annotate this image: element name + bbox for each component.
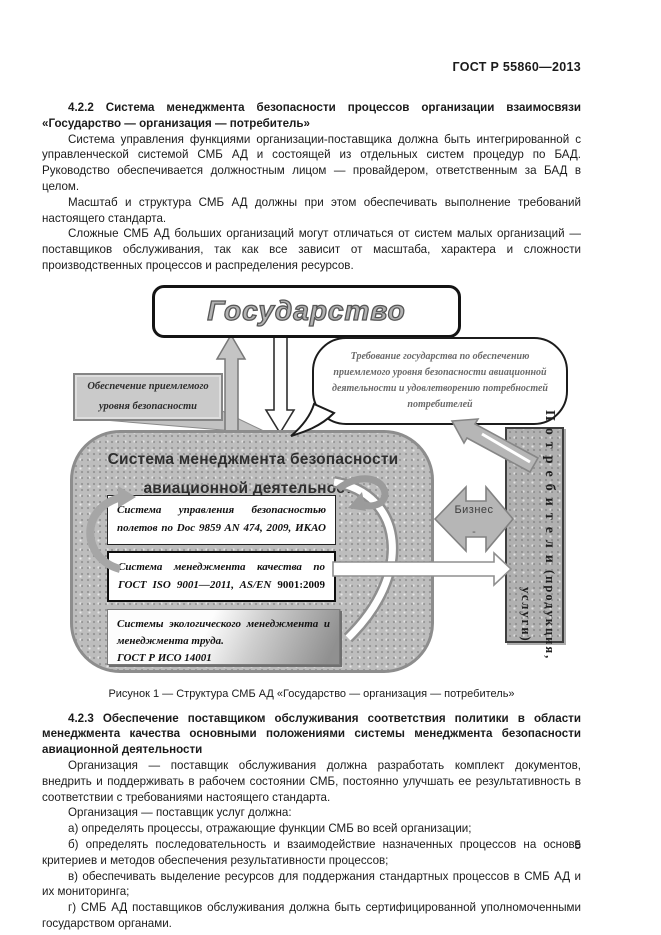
eco-line1: Системы экологического менеджмента и bbox=[117, 617, 330, 630]
flight-safety-line2: полетов по Doc 9859 AN 474, 2009, ИКАО bbox=[117, 521, 326, 534]
flight-safety-line1: Система управления безопасностью bbox=[117, 503, 326, 516]
section-4-2-3-heading: 4.2.3 Обеспечение поставщиком обслуживан… bbox=[42, 711, 581, 757]
down-arrow bbox=[264, 333, 296, 435]
quality-management-system-box: Система менеджмента качества по ГОСТ ISO… bbox=[107, 550, 336, 602]
consumers-sublabel: (продукция, услуги) bbox=[519, 569, 557, 660]
eco-management-system-box: Системы экологического менеджмента и мен… bbox=[107, 608, 340, 665]
quality-line1: Система менеджмента качества по bbox=[118, 560, 325, 573]
safety-level-text: Обеспечение приемлемого уровня безопасно… bbox=[87, 380, 209, 412]
paragraph-4-2-2-3: Сложные СМБ АД больших организаций могут… bbox=[42, 227, 581, 272]
state-box: Государство bbox=[152, 284, 461, 338]
paragraph-4-2-3-2: Организация — поставщик услуг должна: bbox=[68, 806, 292, 820]
list-item-v: в) обеспечивать выделение ресурсов для п… bbox=[42, 869, 581, 899]
flight-safety-system-box: Система управления безопасностью полетов… bbox=[107, 494, 336, 545]
list-item-a: а) определять процессы, отражающие функц… bbox=[68, 822, 472, 836]
state-label: Государство bbox=[207, 295, 406, 327]
list-item-b: б) определять последовательность и взаим… bbox=[42, 837, 581, 867]
figure-1-diagram: Государство Требование государства по об… bbox=[42, 282, 581, 678]
consumers-label: Потребители bbox=[542, 409, 557, 570]
paragraph-4-2-2-2: Масштаб и структура СМБ АД должны при эт… bbox=[42, 195, 581, 225]
list-item-g: г) СМБ АД поставщиков обслуживания должн… bbox=[42, 901, 581, 930]
figure-1-caption: Рисунок 1 — Структура СМБ АД «Государств… bbox=[108, 687, 515, 700]
business-dash: - bbox=[472, 525, 476, 538]
page-number: 5 bbox=[574, 838, 581, 852]
quality-line2-standard: ГОСТ ISO 9001—2011, AS/EN bbox=[118, 578, 272, 591]
quality-line2: ГОСТ ISO 9001—2011, AS/EN 9001:2009 bbox=[118, 576, 325, 594]
quality-line2-aeronorm: 9001:2009 bbox=[277, 578, 326, 591]
document-number-header: ГОСТ Р 55860—2013 bbox=[452, 60, 581, 74]
section-4-2-2-heading: 4.2.2 Система менеджмента безопасности п… bbox=[42, 101, 581, 130]
content-column: ГОСТ Р 55860—2013 4.2.2 Система менеджме… bbox=[42, 60, 581, 932]
smb-ad-title-line1: Система менеджмента безопасности bbox=[107, 450, 399, 468]
paragraph-4-2-2-1: Система управления функциями организации… bbox=[42, 132, 581, 193]
state-requirement-text: Требование государства по обеспечению пр… bbox=[332, 350, 548, 410]
smb-ad-box: Система менеджмента безопасности авиацио… bbox=[70, 429, 434, 673]
state-requirement-cloud: Требование государства по обеспечению пр… bbox=[312, 336, 568, 425]
safety-level-box: Обеспечение приемлемого уровня безопасно… bbox=[73, 372, 223, 421]
consumers-box: Потребители (продукция, услуги) bbox=[505, 410, 564, 660]
business-label: Бизнес bbox=[454, 503, 494, 516]
eco-line3: ГОСТ Р ИСО 14001 bbox=[117, 651, 212, 664]
paragraph-4-2-3-1: Организация — поставщик обслуживания дол… bbox=[42, 758, 581, 804]
eco-line2: менеджмента труда. bbox=[117, 634, 224, 647]
